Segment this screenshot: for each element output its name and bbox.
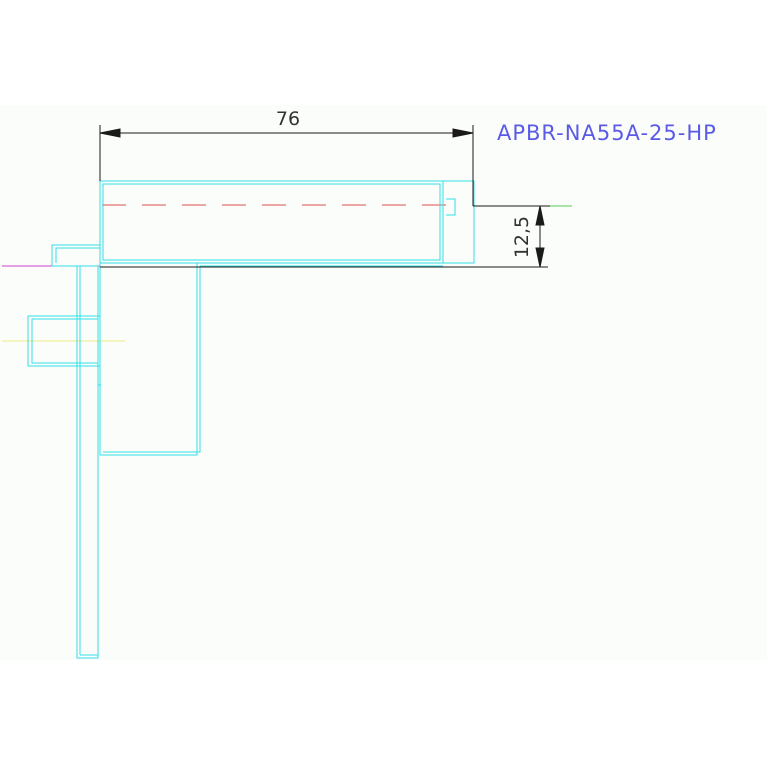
part-number-label: APBR-NA55A-25-HP [497,121,717,145]
height-dimension [100,205,550,268]
bracket-outline [27,180,475,659]
drawing-background [0,105,767,660]
height-dimension-label: 12,5 [511,216,533,258]
width-dimension-label: 76 [276,108,300,130]
width-dimension [99,125,474,206]
